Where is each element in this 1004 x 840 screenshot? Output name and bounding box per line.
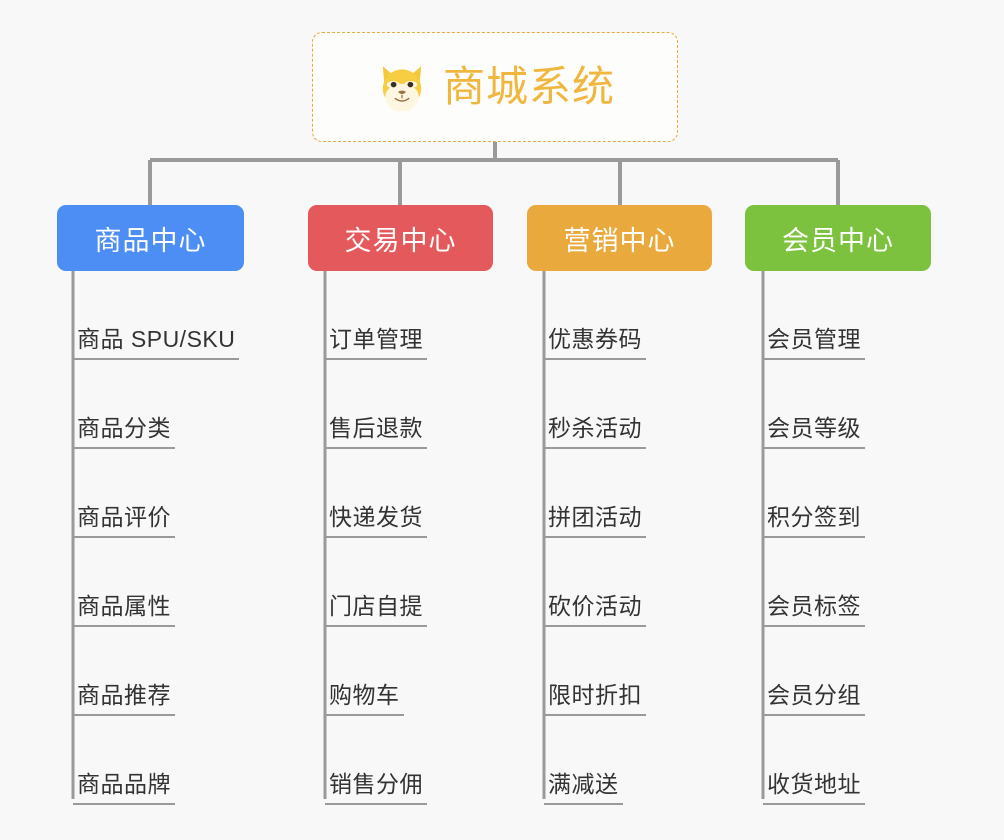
leaf-item[interactable]: 会员管理 — [763, 271, 931, 360]
leaf-item[interactable]: 快递发货 — [325, 449, 493, 538]
leaf-label: 会员等级 — [767, 414, 861, 441]
leaf-item[interactable]: 商品评价 — [73, 449, 244, 538]
leaf-item[interactable]: 购物车 — [325, 627, 493, 716]
leaf-item[interactable]: 会员等级 — [763, 360, 931, 449]
leaf-underline: 限时折扣 — [544, 681, 646, 716]
leaf-item[interactable]: 优惠券码 — [544, 271, 712, 360]
category-box-marketing-center[interactable]: 营销中心 — [527, 205, 712, 271]
leaf-underline: 商品评价 — [73, 503, 175, 538]
leaf-label: 会员管理 — [767, 325, 861, 352]
leaf-underline: 商品品牌 — [73, 770, 175, 805]
leaf-underline: 砍价活动 — [544, 592, 646, 627]
leaf-label: 积分签到 — [767, 503, 861, 530]
leaf-underline: 快递发货 — [325, 503, 427, 538]
leaf-underline: 秒杀活动 — [544, 414, 646, 449]
leaf-item[interactable]: 砍价活动 — [544, 538, 712, 627]
leaf-item[interactable]: 满减送 — [544, 716, 712, 805]
leaf-label: 商品属性 — [77, 592, 171, 619]
leaf-item[interactable]: 销售分佣 — [325, 716, 493, 805]
category-label: 交易中心 — [344, 225, 457, 256]
leaf-label: 销售分佣 — [329, 770, 423, 797]
leaf-underline: 优惠券码 — [544, 325, 646, 360]
leaf-underline: 收货地址 — [763, 770, 865, 805]
category-label: 会员中心 — [782, 225, 894, 256]
leaf-label: 会员标签 — [767, 592, 861, 619]
category-label: 商品中心 — [94, 225, 207, 256]
leaf-list-member-center: 会员管理会员等级积分签到会员标签会员分组收货地址 — [763, 271, 931, 805]
leaf-underline: 满减送 — [544, 770, 623, 805]
leaf-label: 商品 SPU/SKU — [77, 325, 236, 352]
leaf-label: 会员分组 — [767, 681, 861, 708]
leaf-label: 限时折扣 — [548, 681, 642, 708]
category-label: 营销中心 — [563, 225, 676, 256]
branch-column-trade-center: 交易中心订单管理售后退款快递发货门店自提购物车销售分佣 — [308, 205, 493, 805]
leaf-item[interactable]: 会员分组 — [763, 627, 931, 716]
leaf-item[interactable]: 商品品牌 — [73, 716, 244, 805]
leaf-underline: 购物车 — [325, 681, 404, 716]
leaf-underline: 商品推荐 — [73, 681, 175, 716]
leaf-underline: 会员等级 — [763, 414, 865, 449]
leaf-label: 优惠券码 — [548, 325, 642, 352]
leaf-underline: 会员管理 — [763, 325, 865, 360]
leaf-item[interactable]: 商品推荐 — [73, 627, 244, 716]
leaf-underline: 商品 SPU/SKU — [73, 325, 240, 360]
leaf-label: 售后退款 — [329, 414, 423, 441]
leaf-list-marketing-center: 优惠券码秒杀活动拼团活动砍价活动限时折扣满减送 — [544, 271, 712, 805]
leaf-underline: 订单管理 — [325, 325, 427, 360]
leaf-label: 快递发货 — [329, 503, 423, 530]
branch-column-product-center: 商品中心商品 SPU/SKU 商品分类商品评价商品属性商品推荐商品品牌 — [57, 205, 244, 805]
leaf-item[interactable]: 售后退款 — [325, 360, 493, 449]
leaf-label: 商品推荐 — [77, 681, 171, 708]
leaf-list-product-center: 商品 SPU/SKU 商品分类商品评价商品属性商品推荐商品品牌 — [73, 271, 244, 805]
leaf-label: 购物车 — [329, 681, 400, 708]
leaf-underline: 会员标签 — [763, 592, 865, 627]
leaf-underline: 售后退款 — [325, 414, 427, 449]
leaf-item[interactable]: 门店自提 — [325, 538, 493, 627]
leaf-item[interactable]: 秒杀活动 — [544, 360, 712, 449]
leaf-item[interactable]: 积分签到 — [763, 449, 931, 538]
leaf-underline: 商品属性 — [73, 592, 175, 627]
category-box-product-center[interactable]: 商品中心 — [57, 205, 244, 271]
leaf-underline: 门店自提 — [325, 592, 427, 627]
leaf-item[interactable]: 商品分类 — [73, 360, 244, 449]
leaf-label: 秒杀活动 — [548, 414, 642, 441]
leaf-underline: 积分签到 — [763, 503, 865, 538]
leaf-item[interactable]: 拼团活动 — [544, 449, 712, 538]
leaf-item[interactable]: 商品 SPU/SKU — [73, 271, 244, 360]
leaf-label: 商品评价 — [77, 503, 171, 530]
root-node[interactable]: 商城系统 — [312, 32, 678, 142]
leaf-underline: 销售分佣 — [325, 770, 427, 805]
leaf-label: 商品分类 — [77, 414, 171, 441]
leaf-label: 订单管理 — [329, 325, 423, 352]
leaf-label: 商品品牌 — [77, 770, 171, 797]
leaf-list-trade-center: 订单管理售后退款快递发货门店自提购物车销售分佣 — [325, 271, 493, 805]
branch-column-marketing-center: 营销中心优惠券码秒杀活动拼团活动砍价活动限时折扣满减送 — [527, 205, 712, 805]
leaf-item[interactable]: 会员标签 — [763, 538, 931, 627]
leaf-label: 砍价活动 — [548, 592, 642, 619]
root-title: 商城系统 — [442, 63, 615, 110]
shiba-dog-face-icon — [382, 66, 422, 111]
leaf-label: 收货地址 — [767, 770, 861, 797]
branch-column-member-center: 会员中心会员管理会员等级积分签到会员标签会员分组收货地址 — [745, 205, 931, 805]
leaf-item[interactable]: 收货地址 — [763, 716, 931, 805]
category-box-member-center[interactable]: 会员中心 — [745, 205, 931, 271]
leaf-label: 门店自提 — [329, 592, 423, 619]
leaf-underline: 商品分类 — [73, 414, 175, 449]
leaf-label: 拼团活动 — [548, 503, 642, 530]
leaf-underline: 拼团活动 — [544, 503, 646, 538]
leaf-item[interactable]: 商品属性 — [73, 538, 244, 627]
leaf-label: 满减送 — [548, 770, 619, 797]
category-box-trade-center[interactable]: 交易中心 — [308, 205, 493, 271]
leaf-item[interactable]: 限时折扣 — [544, 627, 712, 716]
leaf-underline: 会员分组 — [763, 681, 865, 716]
leaf-item[interactable]: 订单管理 — [325, 271, 493, 360]
